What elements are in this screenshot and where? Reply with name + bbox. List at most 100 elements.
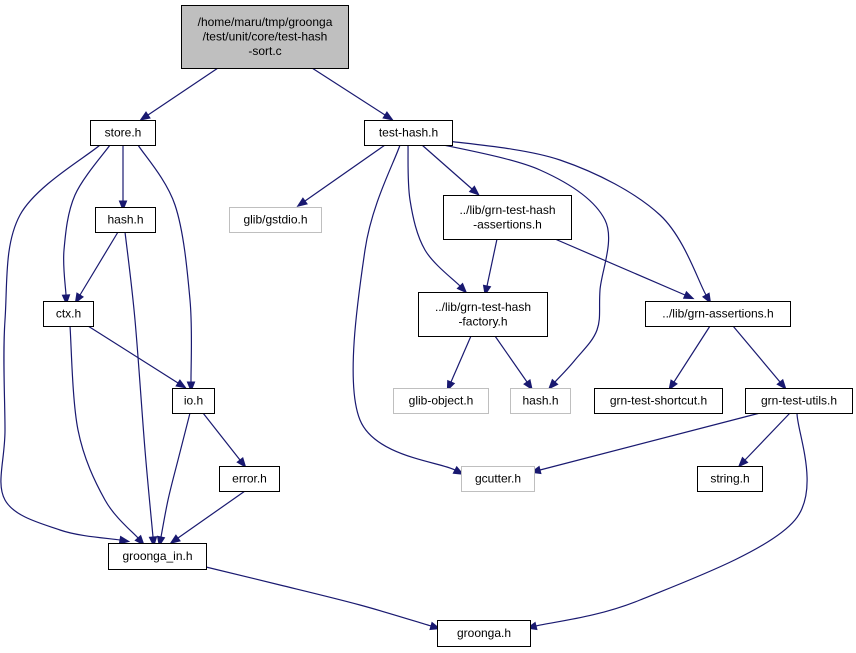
node-box <box>172 388 215 414</box>
edge-arrowhead <box>74 292 84 304</box>
edge-arrowhead <box>523 379 533 391</box>
node-store-h[interactable]: store.h <box>90 120 156 146</box>
node-glib-object-h: glib-object.h <box>393 388 489 414</box>
edge-line <box>0 144 121 541</box>
node-groonga-in-h[interactable]: groonga_in.h <box>108 543 207 570</box>
node-label-line: /home/maru/tmp/groonga <box>198 15 333 29</box>
edge-arrowhead <box>148 536 158 548</box>
node-ctx-h[interactable]: ctx.h <box>43 301 94 327</box>
edge-line <box>160 412 191 538</box>
node-label-line: grn-test-shortcut.h <box>610 394 707 408</box>
edge-arrowhead <box>547 378 559 390</box>
edge-grn-test-utils-h-to-gcutter-h <box>530 412 761 475</box>
node-grn-test-shortcut-h[interactable]: grn-test-shortcut.h <box>594 388 723 414</box>
edge-test-hash-h-to-grn-test-hash-factory-h <box>407 144 468 294</box>
node-grn-test-hash-assertions-h[interactable]: ../lib/grn-test-hash-assertions.h <box>443 195 572 240</box>
node-box <box>108 543 207 570</box>
node-box <box>90 120 156 146</box>
node-label-line: ../lib/grn-test-hash <box>459 203 555 217</box>
edge-grn-assertions-h-to-grn-test-utils-h <box>732 325 787 390</box>
node-box <box>437 620 531 647</box>
node-label-line: /test/unit/core/test-hash <box>203 30 328 44</box>
edge-line <box>304 144 386 202</box>
edge-arrowhead <box>382 111 394 121</box>
node-box <box>364 120 453 146</box>
edge-arrowhead <box>682 290 695 300</box>
edge-line <box>439 139 707 296</box>
edge-grn-test-hash-assertions-h-to-grn-assertions-h <box>554 238 695 300</box>
edge-line <box>177 490 246 539</box>
node-box <box>43 301 94 327</box>
node-grn-assertions-h[interactable]: ../lib/grn-assertions.h <box>645 301 791 327</box>
edge-test-hash-h-to-gcutter-h <box>352 144 465 475</box>
node-label-line: grn-test-utils.h <box>761 394 837 408</box>
edge-grn-assertions-h-to-grn-test-shortcut-h <box>668 325 711 391</box>
node-string-h[interactable]: string.h <box>697 466 763 492</box>
edge-ctx-h-to-io-h <box>87 325 187 389</box>
edge-grn-test-hash-factory-h-to-hash-h-right <box>494 335 533 391</box>
edge-line <box>124 231 154 538</box>
node-root[interactable]: /home/maru/tmp/groonga/test/unit/core/te… <box>181 5 349 69</box>
edge-line <box>554 238 686 296</box>
node-label-line: ../lib/grn-assertions.h <box>662 307 773 321</box>
edge-grn-test-utils-h-to-groonga-h <box>526 412 808 631</box>
node-io-h[interactable]: io.h <box>172 388 215 414</box>
node-label-line: -factory.h <box>458 314 507 328</box>
edge-test-hash-h-to-grn-assertions-h <box>439 139 712 304</box>
node-box <box>594 388 723 414</box>
edge-arrowhead <box>175 379 187 389</box>
node-box <box>418 292 548 337</box>
edge-root-to-store-h <box>139 67 219 121</box>
edge-grn-test-utils-h-to-string-h <box>737 412 791 468</box>
edge-hash-h-left-to-groonga-in-h <box>124 231 158 548</box>
node-glib-gstdio-h: glib/gstdio.h <box>229 207 322 233</box>
edge-store-h-to-hash-h-left <box>118 145 128 212</box>
node-label-line: glib/gstdio.h <box>243 213 307 227</box>
node-box <box>393 388 489 414</box>
edge-line <box>535 412 808 627</box>
edge-error-h-to-groonga-in-h <box>169 490 246 544</box>
edge-line <box>429 141 610 383</box>
edge-line <box>147 67 219 116</box>
edge-line <box>732 325 781 383</box>
edge-arrowhead <box>139 111 151 121</box>
node-label-line: store.h <box>105 126 142 140</box>
node-label-line: hash.h <box>107 213 143 227</box>
edge-arrowhead <box>134 534 145 546</box>
node-test-hash-h[interactable]: test-hash.h <box>364 120 453 146</box>
node-grn-test-hash-factory-h[interactable]: ../lib/grn-test-hash-factory.h <box>418 292 548 337</box>
edges-layer <box>0 67 808 631</box>
node-label-line: string.h <box>710 472 749 486</box>
edge-hash-h-left-to-ctx-h <box>74 231 119 304</box>
node-box <box>443 195 572 240</box>
edge-test-hash-h-to-glib-gstdio-h <box>296 144 386 207</box>
edge-groonga-in-h-to-groonga-h <box>205 566 441 631</box>
edge-line <box>205 566 432 627</box>
edge-arrowhead <box>452 465 465 475</box>
node-error-h[interactable]: error.h <box>219 466 280 492</box>
node-label-line: hash.h <box>522 394 558 408</box>
node-label-line: ctx.h <box>56 307 81 321</box>
edge-ctx-h-to-groonga-in-h <box>69 325 145 546</box>
edge-grn-test-hash-assertions-h-to-grn-test-hash-factory-h <box>482 238 498 297</box>
edge-line <box>79 231 119 296</box>
edge-arrowhead <box>446 379 456 392</box>
node-box <box>219 466 280 492</box>
node-groonga-h[interactable]: groonga.h <box>437 620 531 647</box>
edge-test-hash-h-to-grn-test-hash-assertions-h <box>421 144 480 196</box>
node-box <box>510 388 571 414</box>
edge-arrowhead <box>236 456 247 469</box>
edge-store-h-to-ctx-h <box>61 144 111 306</box>
node-gcutter-h: gcutter.h <box>461 466 535 492</box>
node-label-line: ../lib/grn-test-hash <box>435 300 531 314</box>
edge-io-h-to-groonga-in-h <box>156 412 191 548</box>
node-hash-h-left[interactable]: hash.h <box>95 207 156 233</box>
edge-root-to-test-hash-h <box>311 67 394 121</box>
node-grn-test-utils-h[interactable]: grn-test-utils.h <box>745 388 853 414</box>
edge-line <box>673 325 711 383</box>
edge-line <box>494 335 528 383</box>
edge-arrowhead <box>468 185 480 196</box>
edge-arrowhead <box>169 534 181 544</box>
edge-arrowhead <box>118 535 131 545</box>
